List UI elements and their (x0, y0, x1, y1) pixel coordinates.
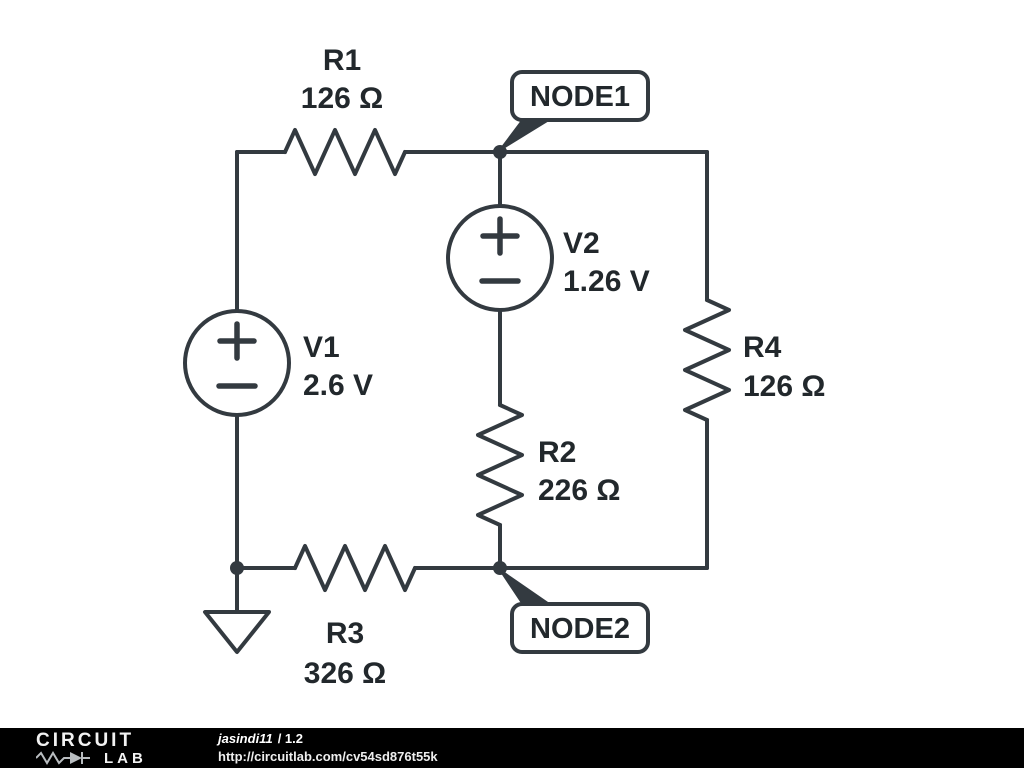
r4-value-label: 126 Ω (743, 370, 825, 403)
plus-sign (480, 216, 520, 256)
r2-ref-label: R2 (538, 436, 576, 469)
footer-info: jasindi11 / 1.2 http://circuitlab.com/cv… (218, 730, 438, 765)
circuitlab-logo: CIRCUIT LAB (36, 731, 186, 766)
callout-box (510, 70, 650, 122)
r2-value-label: 226 Ω (538, 474, 620, 507)
node1-callout: NODE1 (499, 70, 650, 151)
v1-value-label: 2.6 V (303, 369, 373, 402)
ground-triangle (203, 610, 271, 654)
node2-callout: NODE2 (499, 569, 650, 654)
resistor-diode-icon (36, 751, 90, 765)
r4-ref-label: R4 (743, 331, 782, 364)
v1-ref-label: V1 (303, 331, 340, 364)
r3-ref-label: R3 (326, 617, 364, 650)
logo-brand-bottom: LAB (104, 749, 147, 767)
resistor-r1: R1 126 Ω (283, 44, 407, 176)
circuit-schematic: R1 126 Ω R3 326 Ω R2 226 Ω R4 126 Ω (183, 44, 825, 690)
r1-value-label: 126 Ω (301, 82, 383, 115)
logo-bottom-row: LAB (36, 751, 186, 766)
footer-url: http://circuitlab.com/cv54sd876t55k (218, 749, 438, 764)
r1-ref-label: R1 (323, 44, 361, 77)
callout-box (510, 602, 650, 654)
resistor-symbol (293, 544, 417, 592)
source-v2: V2 1.26 V (446, 204, 650, 312)
callout-pointer (499, 117, 553, 151)
source-v1: V1 2.6 V (183, 309, 373, 417)
voltage-source-symbol (446, 204, 554, 312)
footer-bar: CIRCUIT LAB jasindi11 / 1.2 http://circu… (0, 728, 1024, 768)
r3-value-label: 326 Ω (304, 657, 386, 690)
wires (235, 150, 709, 570)
footer-author-line: jasindi11 / 1.2 (218, 730, 438, 748)
ground-symbol (203, 566, 271, 654)
callout-pointer (499, 569, 553, 607)
footer-author: jasindi11 (218, 731, 273, 747)
resistor-r3: R3 326 Ω (293, 544, 417, 690)
resistor-symbol (683, 298, 731, 422)
voltage-source-symbol (183, 309, 291, 417)
footer-revision: / 1.2 (277, 731, 303, 747)
node2-label: NODE2 (530, 613, 630, 645)
resistor-symbol (476, 403, 524, 527)
v2-ref-label: V2 (563, 227, 600, 260)
ground-junction-dot (230, 561, 244, 575)
logo-brand-top: CIRCUIT (36, 729, 135, 751)
plus-sign (217, 321, 257, 361)
node1-label: NODE1 (530, 81, 630, 113)
resistor-symbol (283, 128, 407, 176)
v2-value-label: 1.26 V (563, 265, 650, 298)
schematic-area: R1 126 Ω R3 326 Ω R2 226 Ω R4 126 Ω (183, 44, 826, 690)
resistor-r2: R2 226 Ω (476, 403, 620, 527)
resistor-r4: R4 126 Ω (683, 298, 825, 422)
